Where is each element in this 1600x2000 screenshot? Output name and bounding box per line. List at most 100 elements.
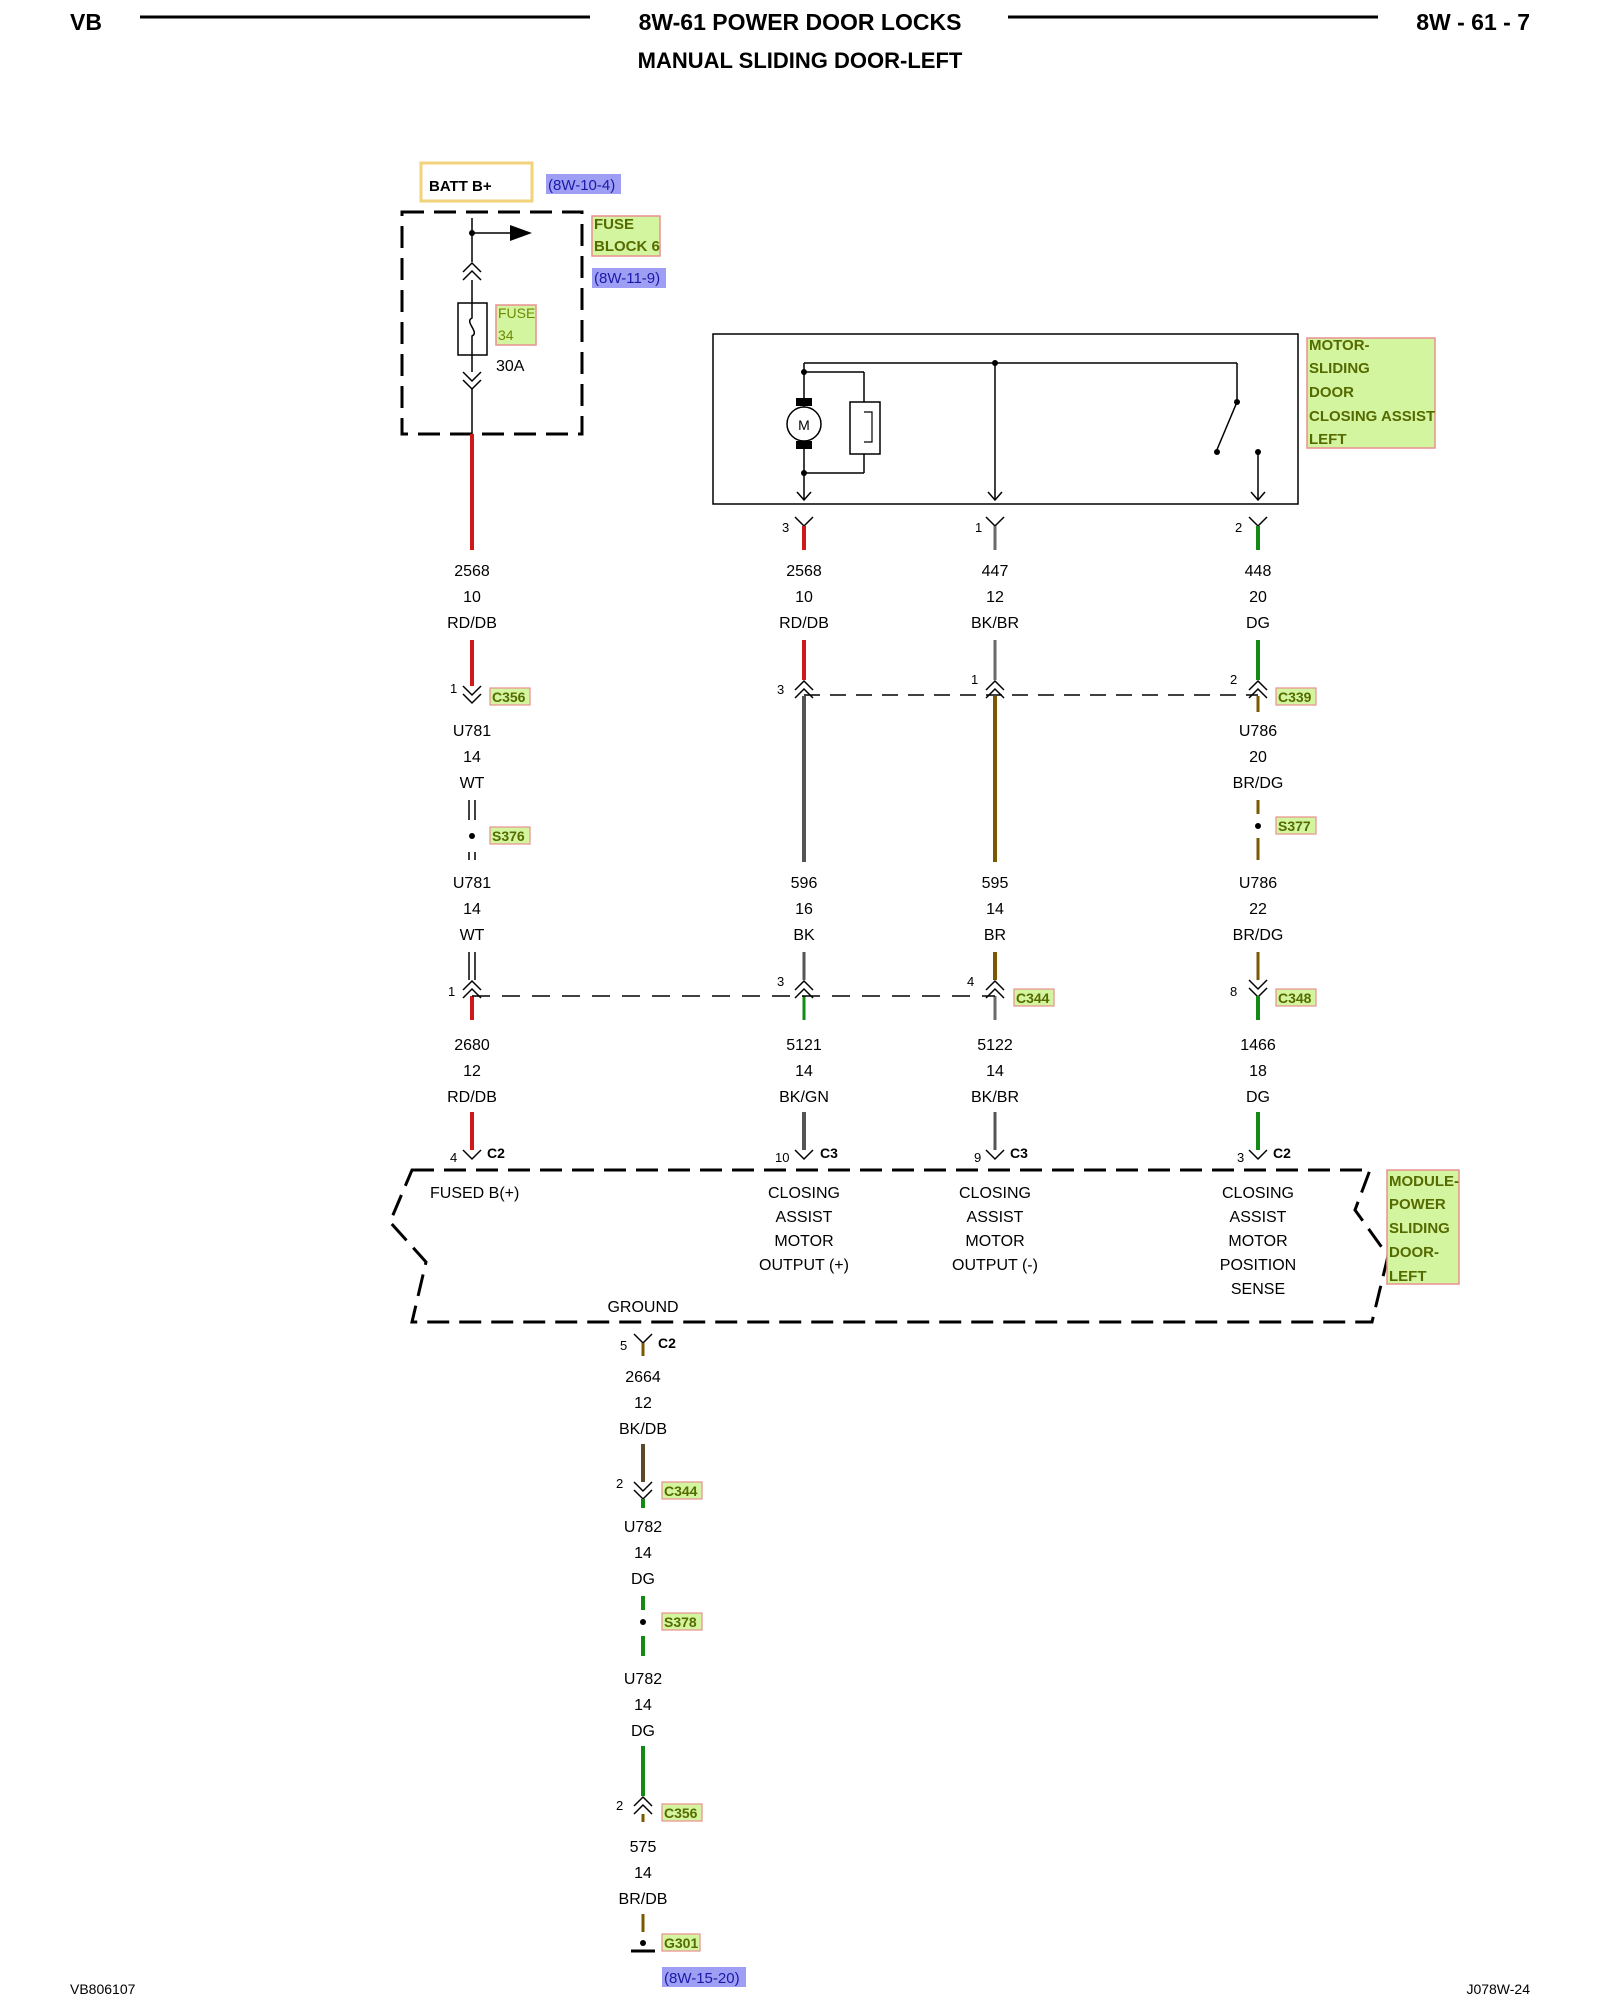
fuse-block-label-line1: FUSE: [594, 216, 634, 233]
module-box: [388, 1168, 1390, 1324]
motor-arrow-a: [796, 491, 812, 502]
c348-label: C348: [1278, 990, 1312, 1006]
page-title: 8W-61 POWER DOOR LOCKS: [639, 9, 962, 35]
c344-connector-c1-icon: [462, 979, 482, 999]
wire-c3-mid2-circuit: 595: [982, 875, 1009, 892]
wire-g4-circuit: 575: [630, 1839, 657, 1856]
gnd-c356-pin: 2: [616, 1798, 623, 1813]
c344-label: C344: [1016, 990, 1050, 1006]
wire-g4-gauge: 14: [634, 1865, 652, 1882]
motor-brush-bottom: [796, 441, 812, 449]
g301-label-bg: [661, 1933, 701, 1952]
fuse-block-xref-bg: [592, 268, 666, 288]
gnd-c2-label: C2: [658, 1335, 676, 1351]
c339-pin-c2: 3: [777, 682, 784, 697]
c339-pin-c4: 2: [1230, 672, 1237, 687]
switch-dot-bottom: [1214, 449, 1220, 455]
module-pin10-icon: [794, 1149, 814, 1161]
module-pin9-icon: [985, 1149, 1005, 1161]
module-out-pos-line1: CLOSING: [768, 1185, 840, 1202]
gnd-c356-label-bg: [661, 1803, 703, 1822]
s377-splice-icon: [1255, 823, 1261, 829]
gnd-c356-label: C356: [664, 1805, 698, 1821]
wire-g2-circuit: U782: [624, 1519, 662, 1536]
wire-g3-circuit: U782: [624, 1671, 662, 1688]
c339-label-bg: [1275, 687, 1317, 706]
g301-xref-bg: [662, 1967, 746, 1987]
module-sense-line1: CLOSING: [1222, 1185, 1294, 1202]
wire-g1-color: BK/DB: [619, 1421, 667, 1438]
c356-label-bg: [489, 687, 531, 706]
batt-xref-link[interactable]: (8W-10-4): [548, 177, 615, 194]
wire-g1-gauge: 12: [634, 1395, 652, 1412]
motor-arrow-b: [987, 491, 1003, 502]
thermal-breaker-element: [864, 411, 873, 443]
wire-c1-mid1-circuit: U781: [453, 723, 491, 740]
s378-label-bg: [661, 1612, 703, 1631]
c344-label-bg: [1013, 988, 1055, 1007]
motor-pin2: 2: [1235, 520, 1242, 535]
fuse-block-border: [400, 210, 584, 436]
module-sense-line2: ASSIST: [1230, 1209, 1287, 1226]
s378-label: S378: [664, 1614, 697, 1630]
wire-g2-gauge: 14: [634, 1545, 652, 1562]
fuse-element-icon: [469, 303, 475, 355]
module-out-neg-line3: MOTOR: [965, 1233, 1024, 1250]
wire-c2-top-gauge: 10: [795, 589, 813, 606]
module-pin3: 3: [1237, 1150, 1244, 1165]
c356-connector-icon: [462, 685, 482, 705]
wire-c4-bot-circuit: 1466: [1240, 1037, 1276, 1054]
g301-xref-link[interactable]: (8W-15-20): [664, 1970, 740, 1987]
wire-c2-top-color: RD/DB: [779, 615, 829, 632]
module-sense-line4: POSITION: [1220, 1257, 1296, 1274]
wire-c4-top-color: DG: [1246, 615, 1270, 632]
c339-pin-c3: 1: [971, 672, 978, 687]
wire-c2-top-circuit: 2568: [786, 563, 822, 580]
wire-g4-color: BR/DB: [619, 1891, 668, 1908]
module-fused-b-label: FUSED B(+): [430, 1185, 519, 1202]
c339-label: C339: [1278, 689, 1312, 705]
gnd-c344-pin: 2: [616, 1476, 623, 1491]
module-sense-line5: SENSE: [1231, 1281, 1285, 1298]
motor-pin1-connector: [985, 516, 1005, 528]
wire-c4-bot-color: DG: [1246, 1089, 1270, 1106]
wire-c4-bot-gauge: 18: [1249, 1063, 1267, 1080]
module-out-pos-line4: OUTPUT (+): [759, 1257, 849, 1274]
fuse-block-xref-link[interactable]: (8W-11-9): [594, 270, 660, 287]
motor-pin3: 3: [782, 520, 789, 535]
wire-c1-mid2-color: WT: [460, 927, 485, 944]
c348-pin: 8: [1230, 984, 1237, 999]
motor-label-line3: DOOR: [1309, 384, 1354, 401]
wire-c3-mid2-gauge: 14: [986, 901, 1004, 918]
c348-label-bg: [1275, 988, 1317, 1007]
gnd-c2-connector-icon: [633, 1333, 653, 1345]
wire-c1-top-color: RD/DB: [447, 615, 497, 632]
motor-bottom-dot: [801, 470, 807, 476]
module-out-neg-line2: ASSIST: [967, 1209, 1024, 1226]
module-c2-label-a: C2: [487, 1145, 505, 1161]
gnd-c2-pin: 5: [620, 1338, 627, 1353]
thermal-breaker-icon: [849, 401, 881, 455]
wire-c4-mid2-gauge: 22: [1249, 901, 1267, 918]
motor-symbol: M: [798, 417, 810, 433]
wire-c2-bot-circuit: 5121: [786, 1037, 822, 1054]
fuse-bus-arrow-head: [510, 225, 532, 241]
s376-label: S376: [492, 828, 525, 844]
c356-pin: 1: [450, 681, 457, 696]
batt-box: [419, 161, 534, 203]
s378-splice-icon: [640, 1619, 646, 1625]
wire-c1-bot-color: RD/DB: [447, 1089, 497, 1106]
fuse-block-label-bg: [591, 215, 661, 257]
footer-left: VB806107: [70, 1981, 136, 1997]
wire-c4-mid2-color: BR/DG: [1233, 927, 1284, 944]
motor-label-line4: CLOSING ASSIST: [1309, 408, 1435, 425]
gnd-c356-connector-icon: [633, 1795, 653, 1815]
c344-connector-c2-icon: [794, 979, 814, 999]
fuse-upper-connector: [462, 261, 482, 281]
module-out-neg-line1: CLOSING: [959, 1185, 1031, 1202]
wire-c3-top-circuit: 447: [982, 563, 1009, 580]
wire-c1-bot-gauge: 12: [463, 1063, 481, 1080]
module-out-neg-line4: OUTPUT (-): [952, 1257, 1038, 1274]
module-label-bg: [1386, 1169, 1460, 1285]
